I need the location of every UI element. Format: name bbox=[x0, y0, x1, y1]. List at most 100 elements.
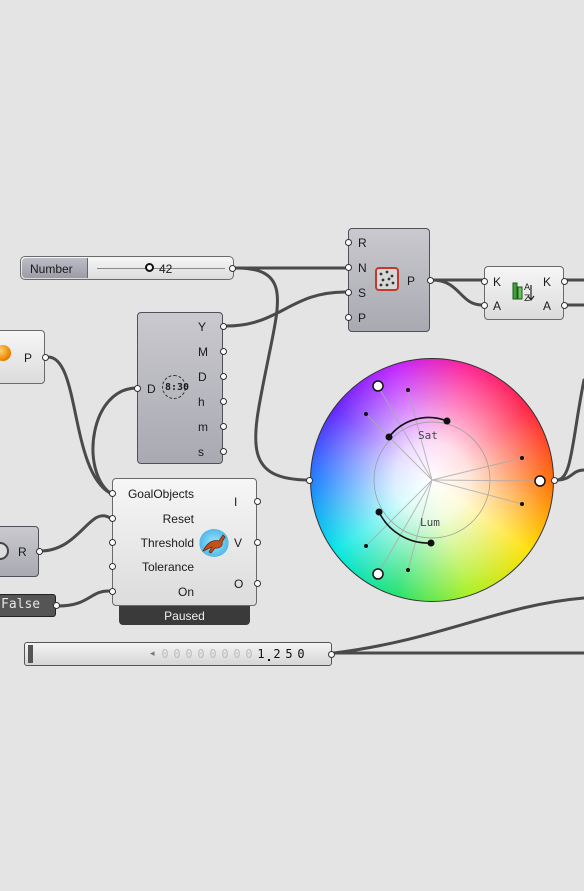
sat-label: Sat bbox=[418, 429, 438, 442]
slider-track[interactable] bbox=[97, 268, 225, 269]
output-label-I: I bbox=[234, 495, 238, 509]
output-label-P: P bbox=[407, 274, 416, 288]
output-port-h[interactable] bbox=[220, 398, 227, 405]
output-label-D: D bbox=[198, 370, 207, 384]
input-label-threshold: Threshold bbox=[140, 536, 194, 550]
output-port-R[interactable] bbox=[36, 548, 43, 555]
wheel-overlay bbox=[364, 380, 546, 580]
output-port-P[interactable] bbox=[427, 277, 434, 284]
kangaroo-solver-component[interactable]: GoalObjects Reset Threshold Tolerance On… bbox=[109, 478, 261, 606]
input-label-K: K bbox=[493, 275, 502, 289]
wire bbox=[38, 514, 112, 553]
output-label-Y: Y bbox=[198, 320, 207, 334]
digit[interactable]: 0 bbox=[197, 647, 205, 661]
output-label-m: m bbox=[198, 420, 208, 434]
input-label-R: R bbox=[358, 236, 367, 250]
svg-text:Z: Z bbox=[524, 294, 530, 304]
digit[interactable]: 0 bbox=[209, 647, 217, 661]
number-slider[interactable]: Number 42 bbox=[20, 256, 236, 280]
output-port-Y[interactable] bbox=[220, 323, 227, 330]
output-port-M[interactable] bbox=[220, 348, 227, 355]
input-port-on[interactable] bbox=[109, 588, 116, 595]
wire bbox=[555, 378, 584, 482]
toggle-output-port[interactable] bbox=[53, 602, 60, 609]
slider-output-port[interactable] bbox=[229, 265, 236, 272]
input-port-S[interactable] bbox=[345, 289, 352, 296]
digit[interactable]: 0 bbox=[185, 647, 193, 661]
input-port-R[interactable] bbox=[345, 239, 352, 246]
clock-icon bbox=[162, 375, 186, 399]
sort-list-component[interactable]: K A K A A Z bbox=[481, 266, 568, 320]
output-label-R: R bbox=[18, 545, 27, 559]
input-label-goalobjects: GoalObjects bbox=[127, 487, 194, 501]
input-label-reset: Reset bbox=[162, 512, 194, 526]
wire bbox=[332, 596, 584, 655]
output-port-D[interactable] bbox=[220, 373, 227, 380]
output-port-m[interactable] bbox=[220, 423, 227, 430]
digit[interactable]: 1 bbox=[257, 647, 265, 661]
wire bbox=[234, 266, 312, 482]
digit[interactable]: 0 bbox=[221, 647, 229, 661]
wheel-output-port[interactable] bbox=[551, 477, 558, 484]
output-port-K[interactable] bbox=[561, 278, 568, 285]
toggle-value: False bbox=[1, 597, 41, 612]
kangaroo-icon bbox=[199, 529, 229, 557]
lum-label: Lum bbox=[420, 516, 440, 529]
sort-icon: A Z bbox=[511, 279, 537, 305]
output-label-O: O bbox=[234, 577, 244, 591]
output-label-M: M bbox=[198, 345, 208, 359]
input-label-on: On bbox=[177, 585, 194, 599]
digit[interactable]: 0 bbox=[173, 647, 181, 661]
digit[interactable]: 0 bbox=[297, 647, 305, 661]
input-label-S: S bbox=[358, 286, 367, 300]
color-wheel-widget[interactable]: Sat Lum bbox=[306, 358, 558, 602]
digit[interactable]: 0 bbox=[161, 647, 169, 661]
output-port-A[interactable] bbox=[561, 302, 568, 309]
input-port-A[interactable] bbox=[481, 302, 488, 309]
svg-text:A: A bbox=[524, 283, 531, 293]
input-port-reset[interactable] bbox=[109, 515, 116, 522]
slider-value: 42 bbox=[159, 262, 173, 276]
digit[interactable]: 2 bbox=[273, 647, 281, 661]
populate-component[interactable]: R N S P P bbox=[345, 228, 434, 332]
solver-status-bar: Paused bbox=[119, 606, 250, 625]
output-label-P: P bbox=[24, 351, 33, 365]
populate-icon bbox=[375, 267, 399, 291]
wheel-input-port[interactable] bbox=[306, 477, 313, 484]
input-port-D[interactable] bbox=[134, 385, 141, 392]
radius-component[interactable]: R bbox=[0, 526, 43, 577]
digit[interactable]: 0 bbox=[233, 647, 241, 661]
output-port-P[interactable] bbox=[42, 354, 49, 361]
boolean-toggle[interactable]: False bbox=[0, 594, 60, 617]
digit-scroller[interactable]: ◂ 0 0 0 0 0 0 0 0 1 2 5 0 bbox=[24, 642, 335, 666]
output-label-K: K bbox=[543, 275, 552, 289]
output-label-V: V bbox=[234, 536, 243, 550]
input-port-threshold[interactable] bbox=[109, 539, 116, 546]
digit[interactable]: 5 bbox=[285, 647, 293, 661]
scroller-handle[interactable] bbox=[28, 645, 33, 663]
scroller-digits[interactable]: 0 0 0 0 0 0 0 0 1 2 5 0 bbox=[159, 645, 307, 663]
slider-grip[interactable] bbox=[145, 263, 154, 272]
pin-icon bbox=[0, 345, 11, 361]
input-label-N: N bbox=[358, 261, 367, 275]
wire bbox=[430, 278, 484, 307]
slider-name: Number bbox=[30, 262, 73, 276]
deconstruct-time-component[interactable]: D Y M D h m s 8:30 bbox=[134, 312, 227, 464]
digit[interactable]: 0 bbox=[245, 647, 253, 661]
output-port-V[interactable] bbox=[254, 539, 261, 546]
output-port-O[interactable] bbox=[254, 580, 261, 587]
solver-status-text: Paused bbox=[164, 609, 205, 623]
input-port-tolerance[interactable] bbox=[109, 563, 116, 570]
output-port-I[interactable] bbox=[254, 498, 261, 505]
scroller-output-port[interactable] bbox=[328, 651, 335, 658]
wire bbox=[56, 589, 112, 608]
decimal-separator bbox=[267, 645, 271, 663]
input-port-goalobjects[interactable] bbox=[109, 490, 116, 497]
output-port-s[interactable] bbox=[220, 448, 227, 455]
wire bbox=[91, 386, 139, 495]
point-component[interactable]: P bbox=[0, 330, 49, 384]
input-port-N[interactable] bbox=[345, 264, 352, 271]
input-port-P[interactable] bbox=[345, 314, 352, 321]
input-port-K[interactable] bbox=[481, 278, 488, 285]
